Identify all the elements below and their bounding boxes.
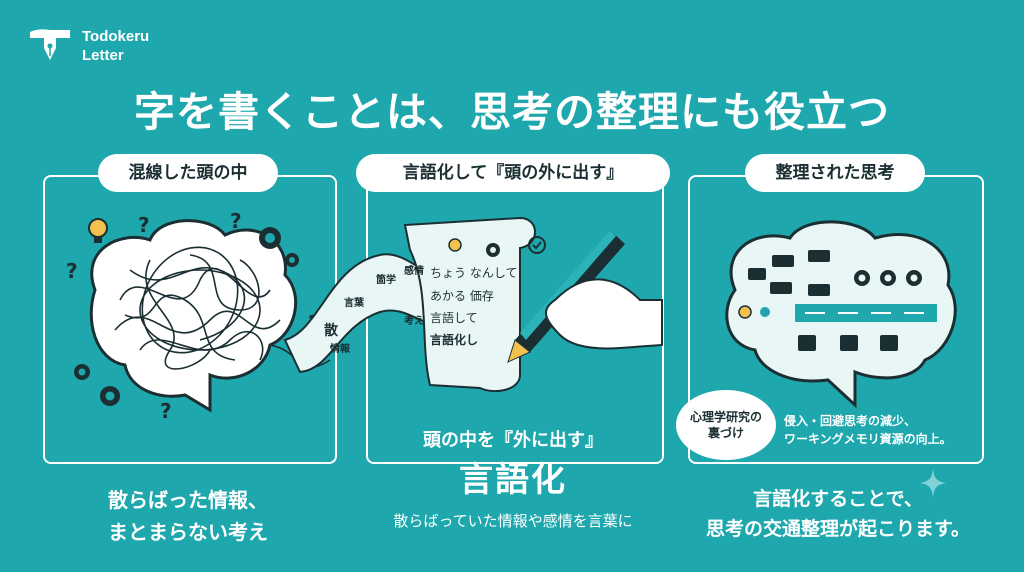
caption-verbalize-main: 言語化 [459, 460, 567, 500]
caption-line: 思考の交通整理が起こります。 [705, 518, 971, 540]
svg-text:?: ? [230, 209, 242, 233]
panel-label-tangled: 混線した頭の中 [98, 154, 278, 192]
ribbon-word: 言葉 [344, 298, 364, 309]
caption-line: まとまらない考え [108, 520, 268, 544]
paper-scroll [403, 216, 536, 393]
logo-line-1: Todokeru [82, 28, 150, 45]
research-note: 侵入・回避思考の減少、 ワーキングメモリ資源の向上。 [784, 412, 984, 448]
tangled-brain-icon [89, 219, 331, 413]
research-line: 侵入・回避思考の減少、 [784, 414, 917, 428]
lightbulb-icon [88, 218, 108, 243]
svg-text:?: ? [138, 213, 150, 237]
scroll-line: 言語して [430, 311, 478, 325]
pen-nib-logo-icon [30, 29, 70, 60]
caption-line: 散らばった情報、 [108, 488, 268, 512]
droplet-icon [760, 307, 770, 317]
panel-label-verbalize: 言語化して『頭の外に出す』 [356, 154, 670, 192]
gear-icon [74, 364, 90, 380]
caption-tangled: 散らばった情報、 まとまらない考え [43, 484, 333, 548]
sparkle-icon [920, 468, 946, 498]
gear-icon [285, 253, 299, 267]
gear-icon [259, 227, 281, 249]
scroll-line: 言語化し [430, 333, 479, 347]
caption-organized: 言語化することで、 思考の交通整理が起こります。 [688, 484, 988, 544]
scroll-line: あかる 価存 [430, 289, 494, 303]
scroll-line: ちょう なんして [430, 266, 518, 280]
gear-icon [854, 270, 870, 286]
lightbulb-icon [448, 238, 462, 252]
gear-icon [100, 386, 120, 406]
bubble-line: 心理学研究の [689, 410, 762, 424]
ribbon-word: 散 [324, 323, 338, 339]
research-line: ワーキングメモリ資源の向上。 [784, 432, 952, 446]
caption-line: 言語化することで、 [753, 488, 923, 510]
gear-icon [486, 243, 500, 257]
bubble-line: 裏づけ [707, 426, 744, 440]
arrow-flow-bar [795, 304, 937, 322]
ribbon-word: 考え [404, 316, 424, 327]
caption-verbalize-top: 頭の中を『外に出す』 [423, 430, 603, 451]
logo: Todokeru Letter [28, 26, 149, 66]
ribbon-word: 情報 [330, 344, 350, 355]
svg-text:?: ? [66, 259, 78, 283]
ribbon-word: 感情 [404, 266, 424, 277]
logo-line-2: Letter [82, 47, 124, 64]
location-pin-icon [738, 305, 752, 319]
caption-verbalize-bottom: 散らばっていた情報や感情を言葉に [393, 512, 633, 530]
check-icon [528, 236, 546, 254]
ribbon-word: 箇学 [376, 275, 396, 286]
panel-label-organized: 整理された思考 [745, 154, 925, 192]
svg-text:?: ? [160, 399, 172, 423]
gear-icon [880, 270, 896, 286]
page-title: 字を書くことは、思考の整理にも役立つ [134, 88, 890, 136]
hand-icon [545, 278, 663, 350]
research-bubble: 心理学研究の 裏づけ [676, 390, 776, 460]
gear-icon [906, 270, 922, 286]
